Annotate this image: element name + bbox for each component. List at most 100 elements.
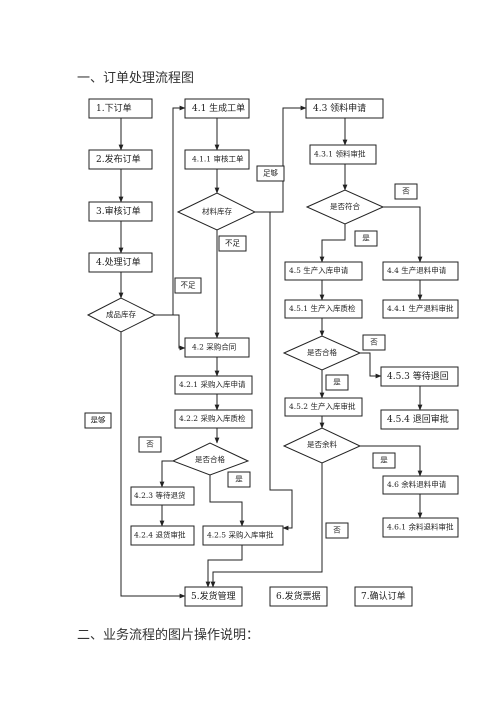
- edge-stock-contract: [155, 314, 186, 351]
- svg-text:是够: 是够: [91, 415, 106, 425]
- node-wait-return-goods: 4.2.3 等待退货: [130, 486, 195, 506]
- node-material-request: 4.3 领料申请: [305, 98, 384, 119]
- decision-label: 是否合格: [307, 347, 337, 357]
- node-production-return-approval: 4.4.1 生产退料审批: [382, 299, 459, 319]
- edge-tag-short-1: 不足: [218, 235, 247, 252]
- node-surplus-return-approval: 4.6.1 余料退料审批: [382, 517, 459, 538]
- node-label: 6.发货票据: [276, 590, 321, 602]
- node-purchase-inbound-approval: 4.2.5 采购入库审批: [202, 525, 284, 546]
- node-label: 4.5.2 生产入库审批: [289, 401, 356, 411]
- node-label: 4.3 领料申请: [313, 102, 366, 114]
- edge-tag-short-2: 不足: [174, 277, 202, 294]
- node-label: 4.2.4 退货审批: [134, 530, 186, 540]
- node-label: 2.发布订单: [96, 153, 141, 165]
- svg-text:是: 是: [380, 456, 388, 465]
- node-label: 4.6.1 余料退料审批: [387, 522, 454, 532]
- node-label: 4.5.3 等待退回: [387, 370, 449, 382]
- edge-tag-no-4: 否: [325, 522, 349, 539]
- edge-tag-no-1: 否: [394, 183, 418, 200]
- section-heading-2: 二、业务流程的图片操作说明：: [77, 628, 260, 643]
- node-label: 4.5 生产入库申请: [289, 265, 349, 275]
- node-label: 4.2 采购合同: [192, 342, 236, 352]
- edge-q1-425: [209, 475, 245, 527]
- section-heading-1: 一、订单处理流程图: [77, 71, 195, 86]
- edge-tag-yes-3: 是: [227, 471, 251, 488]
- node-wait-return-back: 4.5.3 等待退回: [380, 366, 459, 387]
- edge-tag-no-2: 否: [362, 334, 386, 351]
- decision-qualified-1: 是否合格: [171, 442, 250, 476]
- edge-tag-yes-2: 是: [325, 374, 349, 391]
- node-material-approval: 4.3.1 领料审批: [309, 144, 377, 165]
- edge-fit-44: [383, 206, 423, 263]
- svg-text:否: 否: [402, 187, 410, 196]
- node-label: 3.审核订单: [96, 205, 141, 217]
- svg-text:是: 是: [333, 378, 341, 387]
- edge-surplus-46: [360, 445, 423, 477]
- edge-tag-yes-4: 是: [372, 452, 396, 469]
- edge-q2-453: [360, 352, 382, 379]
- node-production-return-apply: 4.4 生产退料申请: [382, 261, 459, 281]
- edge-tag-enough-1: 足够: [256, 165, 285, 182]
- edge-stock-ship: [120, 332, 186, 599]
- node-confirm-order: 7.确认订单: [354, 586, 413, 607]
- decision-surplus-material: 是否余料: [282, 427, 362, 464]
- node-label: 7.确认订单: [361, 590, 406, 602]
- node-label: 4.2.5 采购入库审批: [207, 530, 274, 540]
- decision-qualified-2: 是否合格: [282, 335, 362, 371]
- node-return-approval: 4.2.4 退货审批: [130, 525, 195, 546]
- node-label: 1.下订单: [96, 102, 132, 114]
- decision-conform: 是否符合: [305, 189, 385, 225]
- node-label: 4.4.1 生产退料审批: [387, 303, 454, 313]
- node-production-inbound-qc: 4.5.1 生产入库质检: [284, 299, 363, 319]
- node-purchase-contract: 4.2 采购合同: [184, 337, 250, 358]
- node-label: 4.1 生成工单: [192, 102, 245, 114]
- node-generate-work-order: 4.1 生成工单: [184, 98, 250, 119]
- edge-q1-423: [159, 460, 173, 488]
- edge-surplus-ship: [210, 463, 323, 588]
- node-label: 4.2.2 采购入库质检: [179, 413, 246, 423]
- svg-text:否: 否: [333, 526, 341, 535]
- edge-tag-enough-2: 是够: [84, 412, 112, 429]
- node-label: 4.5.4 退回审批: [387, 413, 449, 425]
- node-shipping-management: 5.发货管理: [184, 586, 243, 607]
- node-publish-order: 2.发布订单: [88, 149, 153, 170]
- decision-finished-stock: 成品库存: [86, 297, 157, 333]
- node-label: 4.3.1 领料审批: [314, 149, 366, 159]
- edge-tag-no-3: 否: [138, 436, 162, 453]
- node-shipping-invoice: 6.发货票据: [269, 586, 328, 607]
- node-purchase-inbound-apply: 4.2.1 采购入库申请: [174, 375, 253, 395]
- decision-material-stock: 材料库存: [176, 192, 257, 231]
- node-label: 4.处理订单: [96, 256, 141, 268]
- edge-tag-yes-1: 是: [354, 230, 378, 247]
- svg-text:是: 是: [362, 234, 370, 243]
- node-surplus-return-apply: 4.6 余料退料申请: [382, 475, 459, 495]
- edge-mat-425: [255, 211, 293, 531]
- connectors: [118, 105, 423, 599]
- node-label: 4.4 生产退料申请: [387, 265, 447, 275]
- svg-text:足够: 足够: [263, 168, 278, 178]
- svg-text:不足: 不足: [181, 281, 196, 290]
- node-label: 4.2.3 等待退货: [134, 490, 186, 500]
- node-process-order: 4.处理订单: [88, 252, 153, 273]
- node-production-inbound-approval: 4.5.2 生产入库审批: [284, 397, 363, 417]
- edge-fit-45: [319, 224, 346, 263]
- decision-label: 是否符合: [330, 201, 360, 211]
- node-return-back-approval: 4.5.4 退回审批: [380, 409, 459, 430]
- decision-label: 是否余料: [307, 439, 337, 449]
- svg-text:否: 否: [370, 338, 378, 347]
- node-label: 5.发货管理: [191, 590, 236, 602]
- node-place-order: 1.下订单: [88, 98, 153, 119]
- svg-text:否: 否: [146, 440, 154, 449]
- node-purchase-inbound-qc: 4.2.2 采购入库质检: [174, 409, 253, 429]
- svg-text:是: 是: [235, 475, 243, 484]
- decision-label: 成品库存: [106, 309, 136, 319]
- edge-425-ship: [205, 545, 243, 588]
- node-review-order: 3.审核订单: [88, 201, 153, 222]
- node-review-work-order: 4.1.1 审核工单: [184, 149, 250, 170]
- edge-mat-43: [255, 105, 307, 213]
- svg-text:不足: 不足: [225, 239, 240, 248]
- node-label: 4.6 余料退料申请: [387, 479, 447, 489]
- node-label: 4.5.1 生产入库质检: [289, 303, 356, 313]
- node-label: 4.2.1 采购入库申请: [179, 379, 246, 389]
